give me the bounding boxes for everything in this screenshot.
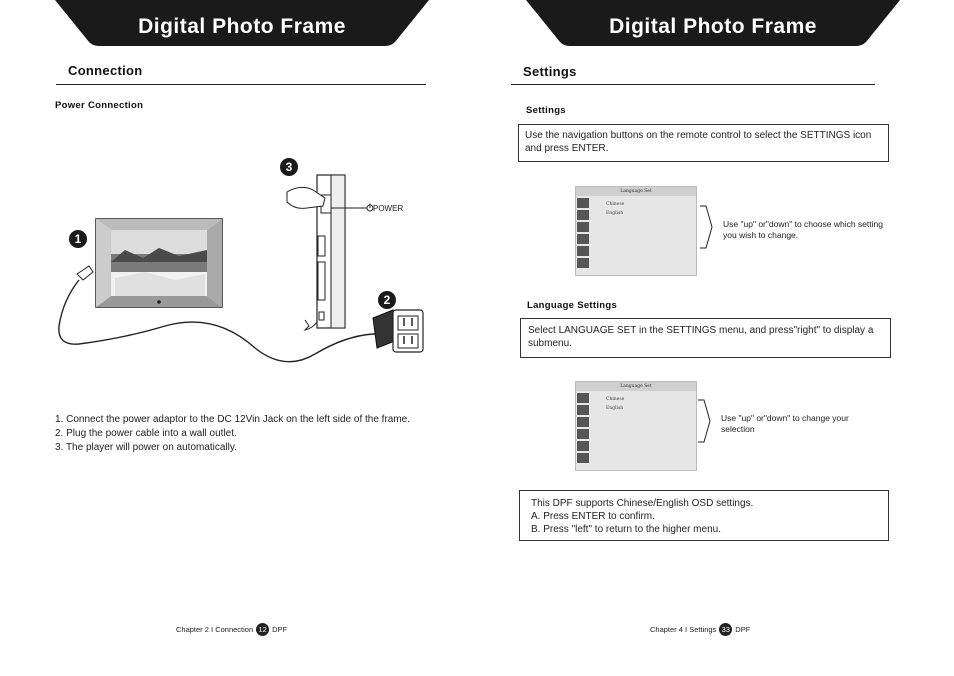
left-footer-suffix: DPF — [272, 625, 288, 634]
connection-title: Connection — [68, 63, 143, 78]
left-banner: Digital Photo Frame — [55, 0, 429, 46]
photo-icon — [577, 198, 589, 208]
music-icon — [577, 210, 589, 220]
osd-info-line-2: A. Press ENTER to confirm. — [531, 511, 655, 522]
screen-1-header: Language Set — [576, 187, 696, 196]
video-icon — [577, 417, 589, 427]
step-2: 2. Plug the power cable into a wall outl… — [55, 428, 237, 439]
step-1: 1. Connect the power adaptor to the DC 1… — [55, 414, 411, 425]
left-page-number: 12 — [256, 623, 270, 636]
calendar-icon — [577, 246, 589, 256]
left-footer: Chapter 2 I Connection 12 DPF — [176, 623, 287, 636]
language-set-screen-2: Language Set Chinese English — [575, 381, 697, 471]
language-set-screen-1: Language Set Chinese English — [575, 186, 697, 276]
settings-instruction-box: Use the navigation buttons on the remote… — [518, 124, 889, 162]
osd-info-line-1: This DPF supports Chinese/English OSD se… — [531, 498, 754, 509]
left-banner-title: Digital Photo Frame — [138, 15, 346, 38]
screen-1-icon-column — [577, 198, 590, 274]
settings-subtitle: Settings — [526, 105, 566, 116]
language-settings-subtitle: Language Settings — [527, 300, 618, 311]
step-3: 3. The player will power on automaticall… — [55, 442, 237, 453]
left-footer-chapter: Chapter 2 I Connection — [176, 625, 254, 634]
callout-3: 3 — [280, 158, 298, 176]
file-icon — [577, 234, 589, 244]
screen-2-option-english: English — [606, 406, 624, 411]
settings-icon — [577, 453, 589, 463]
osd-info-box: This DPF supports Chinese/English OSD se… — [519, 490, 889, 541]
frame-side-view — [316, 174, 367, 329]
screen-1-option-english: English — [606, 211, 624, 216]
screen-2-icon-column — [577, 393, 590, 469]
callout-1: 1 — [69, 230, 87, 248]
left-section-rule — [56, 84, 426, 85]
calendar-icon — [577, 441, 589, 451]
language-instruction-box: Select LANGUAGE SET in the SETTINGS menu… — [520, 318, 891, 358]
right-section-rule — [511, 84, 875, 85]
screen-1-option-chinese: Chinese — [606, 202, 625, 207]
right-page-number: 33 — [719, 623, 733, 636]
screen-2-option-chinese: Chinese — [606, 397, 625, 402]
note-change-selection: Use "up" or"down" to change your selecti… — [721, 413, 849, 434]
music-icon — [577, 405, 589, 415]
right-footer: Chapter 4 I Settings 33 DPF — [650, 623, 750, 636]
power-label: POWER — [373, 204, 404, 213]
osd-info-line-3: B. Press "left" to return to the higher … — [531, 524, 721, 535]
settings-title: Settings — [523, 64, 577, 79]
video-icon — [577, 222, 589, 232]
right-footer-chapter: Chapter 4 I Settings — [650, 625, 717, 634]
power-connection-illustration — [58, 174, 424, 363]
note-choose-setting: Use "up" or"down" to choose which settin… — [723, 219, 883, 240]
file-icon — [577, 429, 589, 439]
power-connection-subtitle: Power Connection — [55, 100, 144, 111]
left-banner-shape — [55, 0, 429, 46]
right-banner-shape — [526, 0, 900, 46]
callout-2: 2 — [378, 291, 396, 309]
right-banner: Digital Photo Frame — [526, 0, 900, 46]
settings-icon — [577, 258, 589, 268]
photo-icon — [577, 393, 589, 403]
right-banner-title: Digital Photo Frame — [609, 15, 817, 38]
photo-frame — [95, 218, 223, 308]
bracket-1 — [700, 205, 713, 249]
bracket-2 — [698, 399, 711, 443]
screen-2-header: Language Set — [576, 382, 696, 391]
right-footer-suffix: DPF — [735, 625, 751, 634]
connection-steps: 1. Connect the power adaptor to the DC 1… — [55, 413, 410, 455]
